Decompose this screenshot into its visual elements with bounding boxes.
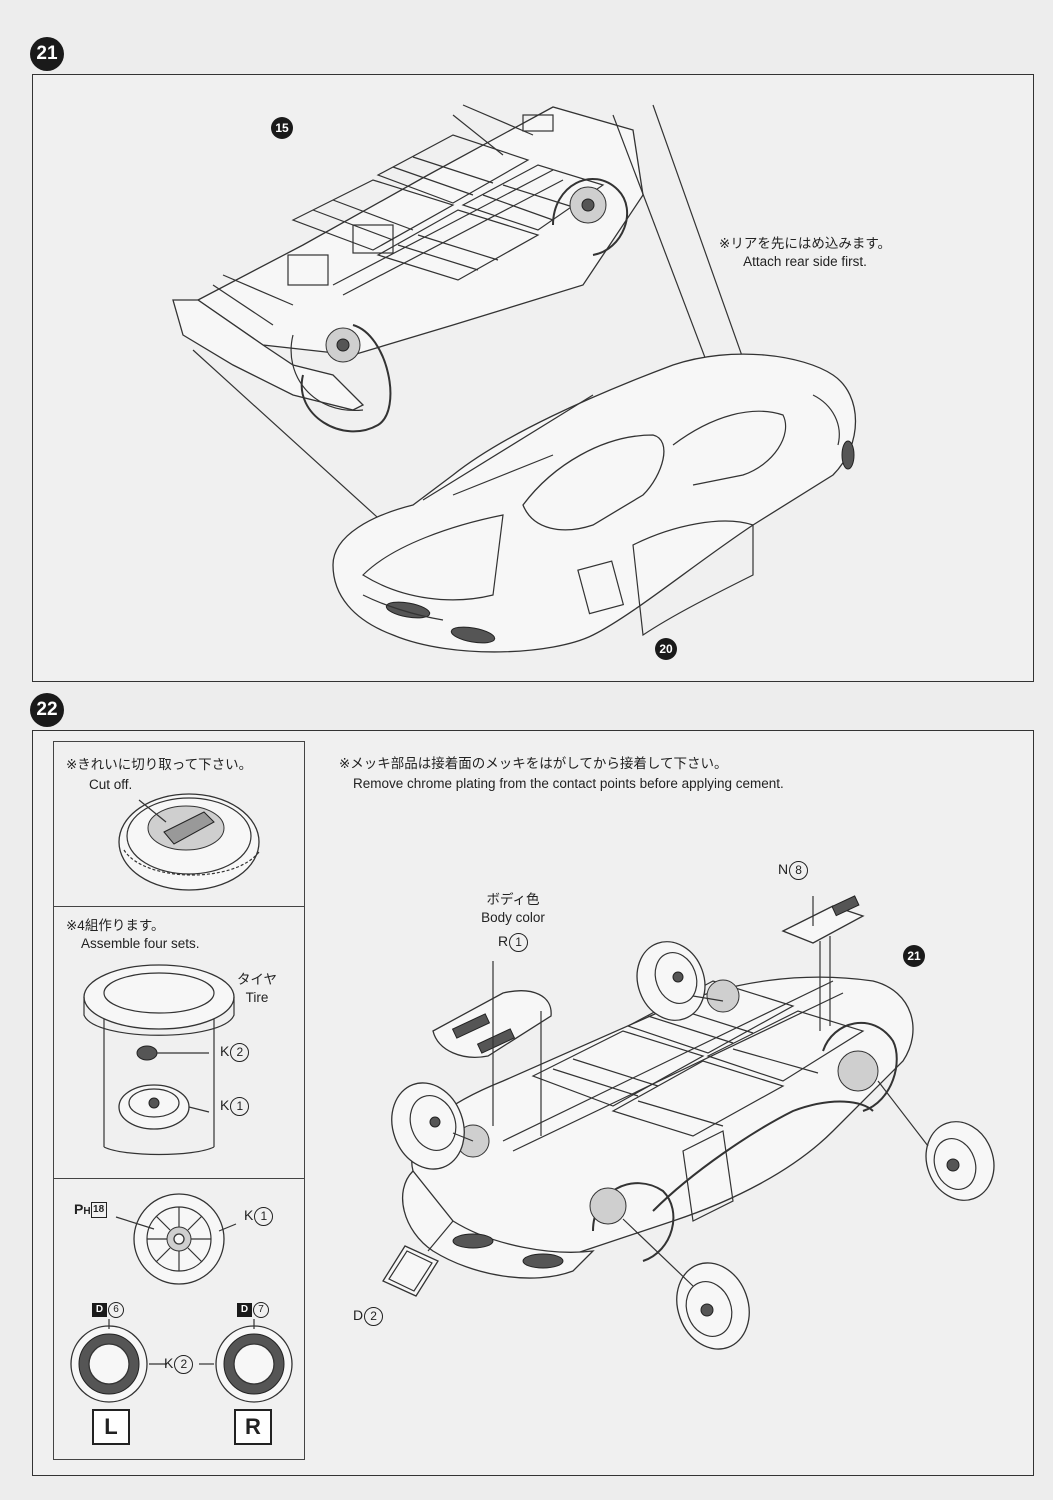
d6-num: 6	[108, 1302, 124, 1319]
cut-off-note-en: Cut off.	[89, 777, 133, 792]
left-side-box: L	[92, 1409, 130, 1445]
wheel-k1-prefix: K	[244, 1207, 254, 1224]
tire-label-jp: タイヤ	[236, 972, 278, 987]
inset-cut-off: ※きれいに切り取って下さい。 Cut off.	[53, 741, 305, 908]
k1-label-prefix: K	[220, 1097, 230, 1114]
decal-k2-prefix: K	[164, 1355, 174, 1372]
k2-label-num: 2	[230, 1043, 250, 1062]
wheel-rear-left	[636, 941, 706, 1021]
k2-label-prefix: K	[220, 1043, 230, 1060]
rear-first-note: ※リアを先にはめ込みます。 Attach rear side first.	[705, 235, 905, 271]
ph18-prefix: P	[74, 1201, 84, 1217]
step-21-panel: 15 20 ※リアを先にはめ込みます。 Attach rear side fir…	[32, 74, 1034, 682]
part-21-badge: 21	[903, 945, 925, 967]
wheel-k1-num: 1	[254, 1207, 274, 1226]
d6-letter: D	[92, 1303, 107, 1318]
r1-prefix: R	[498, 933, 509, 950]
body-color-label: ボディ色 Body color	[458, 891, 568, 927]
d2-prefix: D	[353, 1307, 364, 1324]
body-color-jp: ボディ色	[486, 892, 540, 907]
n8-prefix: N	[778, 861, 789, 878]
decal-k2-num: 2	[174, 1355, 194, 1374]
chassis-drawing	[172, 104, 857, 653]
ph18-sub: H	[83, 1206, 91, 1217]
wheel-rear-right	[925, 1121, 995, 1201]
d7-letter: D	[237, 1303, 252, 1318]
final-assembly-drawing	[382, 895, 995, 1350]
d2-num: 2	[364, 1307, 384, 1326]
part-20-badge: 20	[655, 638, 677, 660]
chrome-note-jp: ※メッキ部品は接着面のメッキをはがしてから接着して下さい。	[339, 756, 728, 771]
wheel-front-left	[391, 1082, 465, 1170]
part-15-badge: 15	[271, 117, 293, 139]
assemble-note-en: Assemble four sets.	[81, 936, 200, 951]
n8-num: 8	[789, 861, 809, 880]
assemble-note-jp: ※4組作ります。	[66, 918, 165, 933]
right-side-box: R	[234, 1409, 272, 1445]
wheel-decal-drawing	[70, 1193, 293, 1403]
tire-assembly-drawing	[83, 964, 235, 1156]
chrome-note-en: Remove chrome plating from the contact p…	[353, 776, 784, 791]
ph18-num: 18	[90, 1202, 107, 1219]
cut-off-note-jp: ※きれいに切り取って下さい。	[66, 757, 253, 772]
step-22-panel: ※きれいに切り取って下さい。 Cut off. ※4組作ります。 Assembl…	[32, 730, 1034, 1476]
step-21-badge: 21	[30, 37, 64, 71]
rear-first-note-en: Attach rear side first.	[743, 254, 867, 269]
k1-label-num: 1	[230, 1097, 250, 1116]
step-22-badge: 22	[30, 693, 64, 727]
tire-cut-drawing	[118, 793, 260, 891]
wheel-front-right	[676, 1262, 750, 1350]
r1-num: 1	[509, 933, 529, 952]
d7-num: 7	[253, 1302, 269, 1319]
tire-label: タイヤ Tire	[232, 971, 282, 1007]
body-color-en: Body color	[481, 910, 545, 925]
rear-first-note-jp: ※リアを先にはめ込みます。	[719, 236, 891, 251]
tire-label-en: Tire	[245, 990, 269, 1005]
